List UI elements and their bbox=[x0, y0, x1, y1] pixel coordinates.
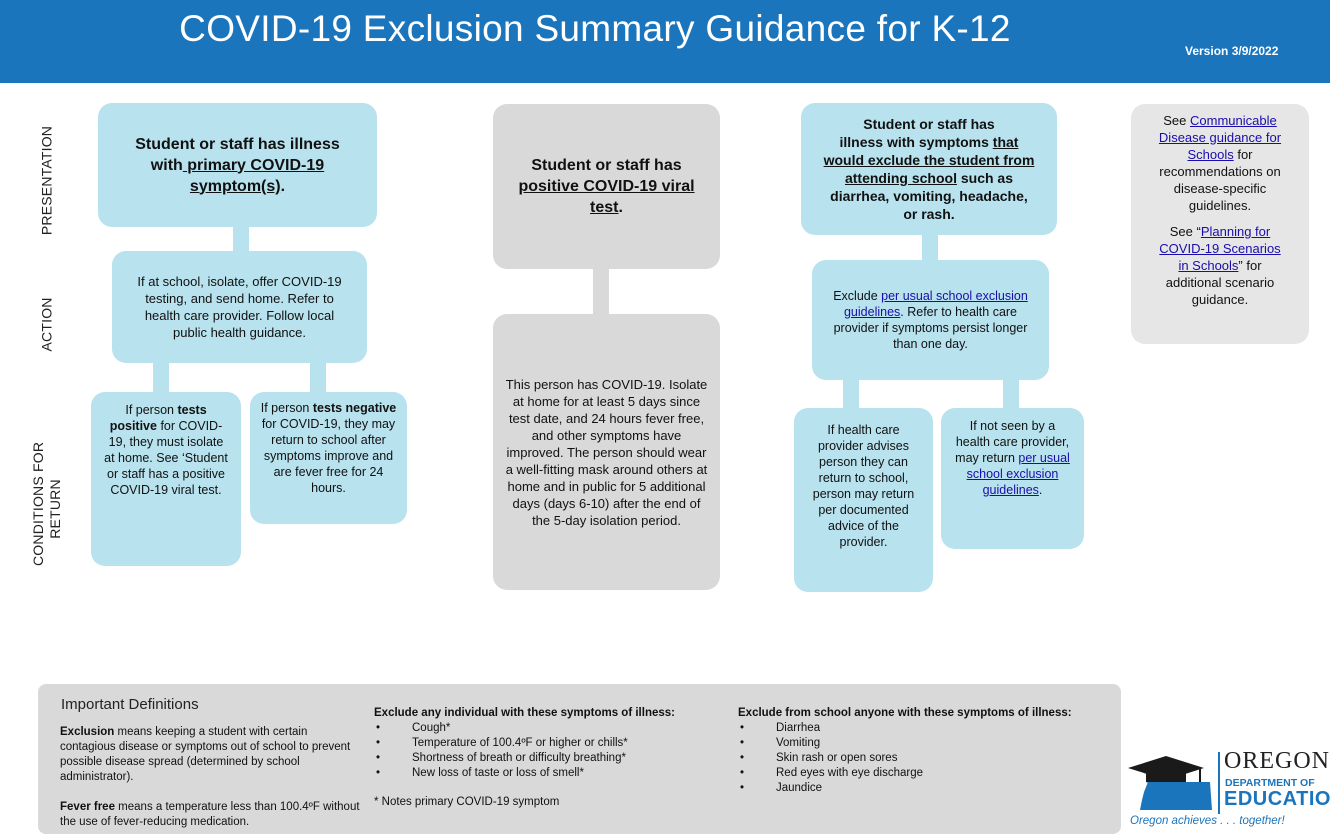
row-label-action: ACTION bbox=[38, 297, 55, 352]
sidebar-communicable-disease-link[interactable]: Communicable Disease guidance for School… bbox=[1158, 113, 1282, 162]
fever-term: Fever free bbox=[60, 801, 115, 813]
symptom-item: Skin rash or open sores bbox=[738, 751, 1108, 766]
col3-presentation-line4-underlined: attending school bbox=[844, 170, 957, 186]
col3-action-box: Exclude per usual school exclusion guide… bbox=[812, 260, 1049, 380]
sidebar-p2-post: ” for additional scenario guidance. bbox=[1165, 258, 1275, 307]
col1-return-negative-post: for COVID-19, they may return to school … bbox=[261, 417, 396, 495]
other-symptoms-list-block: Exclude from school anyone with these sy… bbox=[738, 706, 1108, 796]
col1-return-positive-pre: If person bbox=[125, 403, 178, 417]
col1-return-positive-post: for COVID-19, they must isolate at home.… bbox=[104, 419, 228, 497]
col2-presentation-line1: Student or staff has bbox=[531, 157, 682, 174]
symptom-item: Cough* bbox=[374, 721, 724, 736]
col3-presentation-line5: diarrhea, vomiting, headache, bbox=[830, 188, 1028, 204]
col1-return-negative-box: If person tests negative for COVID-19, t… bbox=[250, 392, 407, 524]
col2-presentation-line2-underlined: positive COVID-19 viral bbox=[518, 178, 695, 195]
col1-presentation-line2-pre: with bbox=[150, 156, 183, 174]
row-label-presentation: PRESENTATION bbox=[38, 125, 55, 236]
row-label-conditions-line1: CONDITIONS FOR bbox=[30, 441, 46, 566]
col3-action-pre: Exclude bbox=[833, 289, 882, 303]
other-symptoms-heading: Exclude from school anyone with these sy… bbox=[738, 707, 1072, 719]
col2-presentation-box: Student or staff has positive COVID-19 v… bbox=[493, 104, 720, 269]
sidebar-p2-pre: See “ bbox=[1169, 224, 1201, 239]
exclusion-term: Exclusion bbox=[60, 726, 115, 738]
sidebar-p1-post: for recommendations on disease-specific … bbox=[1159, 147, 1281, 213]
col1-presentation-box: Student or staff has illness with primar… bbox=[98, 103, 377, 227]
col1-action-box: If at school, isolate, offer COVID-19 te… bbox=[112, 251, 367, 363]
connector bbox=[593, 268, 609, 316]
connector bbox=[153, 362, 169, 394]
col1-presentation-line3-underlined: symptom(s) bbox=[189, 177, 281, 195]
logo-oregon-text: OREGON bbox=[1224, 748, 1330, 774]
col1-return-positive-box: If person tests positive for COVID-19, t… bbox=[91, 392, 241, 566]
symptom-item: Jaundice bbox=[738, 781, 1108, 796]
col2-presentation-line3-underlined: test bbox=[590, 199, 619, 216]
col3-presentation-line3-underlined: would exclude the student from bbox=[823, 152, 1035, 168]
row-label-conditions-line2: RETURN bbox=[47, 479, 63, 539]
col3-presentation-line4-post: such as bbox=[956, 170, 1013, 186]
symptom-item: Temperature of 100.4ºF or higher or chil… bbox=[374, 736, 724, 751]
col1-presentation-line3-post: . bbox=[280, 177, 286, 195]
oregon-state-logo-icon bbox=[1126, 748, 1220, 814]
connector bbox=[843, 378, 859, 410]
symptom-item: Red eyes with eye discharge bbox=[738, 766, 1108, 781]
connector bbox=[922, 234, 938, 262]
col1-return-positive-bold: tests positive bbox=[109, 403, 207, 433]
sidebar-box: See Communicable Disease guidance for Sc… bbox=[1131, 104, 1309, 344]
symptom-item: Shortness of breath or difficulty breath… bbox=[374, 751, 724, 766]
connector bbox=[233, 226, 249, 252]
col3-presentation-box: Student or staff has illness with sympto… bbox=[801, 103, 1057, 235]
sidebar-p1-pre: See bbox=[1163, 113, 1191, 128]
sidebar-planning-scenarios-link[interactable]: Planning for COVID-19 Scenarios in Schoo… bbox=[1159, 224, 1281, 273]
exclusion-definition: Exclusion means keeping a student with c… bbox=[60, 725, 366, 785]
primary-symptoms-list: Cough*Temperature of 100.4ºF or higher o… bbox=[374, 721, 724, 781]
connector bbox=[310, 362, 326, 394]
other-symptoms-list: DiarrheaVomitingSkin rash or open soresR… bbox=[738, 721, 1108, 796]
fever-def: means a temperature less than 100.4ºF wi… bbox=[60, 801, 360, 828]
definitions-panel: Important Definitions Exclusion means ke… bbox=[38, 684, 1121, 834]
sidebar-paragraph-1: See Communicable Disease guidance for Sc… bbox=[1153, 112, 1287, 214]
col1-return-negative-pre: If person bbox=[260, 401, 313, 415]
logo-department-text: DEPARTMENT OF bbox=[1225, 777, 1315, 789]
logo-education-text: EDUCATION bbox=[1224, 788, 1330, 810]
col3-action-post: . Refer to health care provider if sympt… bbox=[833, 305, 1028, 351]
definitions-heading: Important Definitions bbox=[61, 696, 199, 713]
col3-return-provider-box: If health care provider advises person t… bbox=[794, 408, 933, 592]
col2-presentation-line3-post: . bbox=[618, 199, 623, 216]
sidebar-paragraph-2: See “Planning for COVID-19 Scenarios in … bbox=[1153, 223, 1287, 308]
fever-definition: Fever free means a temperature less than… bbox=[60, 800, 366, 830]
col3-presentation-line2-underlined: that bbox=[992, 134, 1019, 150]
col3-presentation-line2-pre: illness with symptoms bbox=[839, 134, 993, 150]
page-title: COVID-19 Exclusion Summary Guidance for … bbox=[179, 8, 1011, 49]
logo-tagline: Oregon achieves . . . together! bbox=[1130, 815, 1285, 827]
col3-action-link[interactable]: per usual school exclusion guidelines bbox=[843, 289, 1028, 319]
row-label-conditions: CONDITIONS FOR RETURN bbox=[30, 441, 64, 566]
primary-symptoms-list-block: Exclude any individual with these sympto… bbox=[374, 706, 724, 810]
symptom-item: Diarrhea bbox=[738, 721, 1108, 736]
version-label: Version 3/9/2022 bbox=[1185, 44, 1279, 58]
connector bbox=[1003, 378, 1019, 410]
col3-return-not-seen-box: If not seen by a health care provider, m… bbox=[941, 408, 1084, 549]
col3-presentation-line6: or rash. bbox=[903, 206, 955, 222]
col3-return-not-seen-pre: If not seen by a health care provider, m… bbox=[955, 419, 1070, 465]
symptom-item: Vomiting bbox=[738, 736, 1108, 751]
logo-divider bbox=[1218, 752, 1220, 814]
col3-return-not-seen-post: . bbox=[1038, 483, 1043, 497]
col1-presentation-line2-underlined: primary COVID-19 bbox=[182, 156, 325, 174]
symptom-item: New loss of taste or loss of smell* bbox=[374, 766, 724, 781]
primary-symptom-note: * Notes primary COVID-19 symptom bbox=[374, 796, 560, 808]
col1-presentation-line1: Student or staff has illness bbox=[135, 135, 340, 153]
col2-condition-box: This person has COVID-19. Isolate at hom… bbox=[493, 314, 720, 590]
col3-return-not-seen-link[interactable]: per usual school exclusion guidelines bbox=[966, 451, 1070, 497]
col1-return-negative-bold: tests negative bbox=[312, 401, 397, 415]
col3-presentation-line1: Student or staff has bbox=[863, 116, 995, 132]
exclusion-def: means keeping a student with certain con… bbox=[60, 726, 351, 783]
primary-symptoms-heading: Exclude any individual with these sympto… bbox=[374, 707, 675, 719]
header-bar bbox=[0, 0, 1330, 83]
